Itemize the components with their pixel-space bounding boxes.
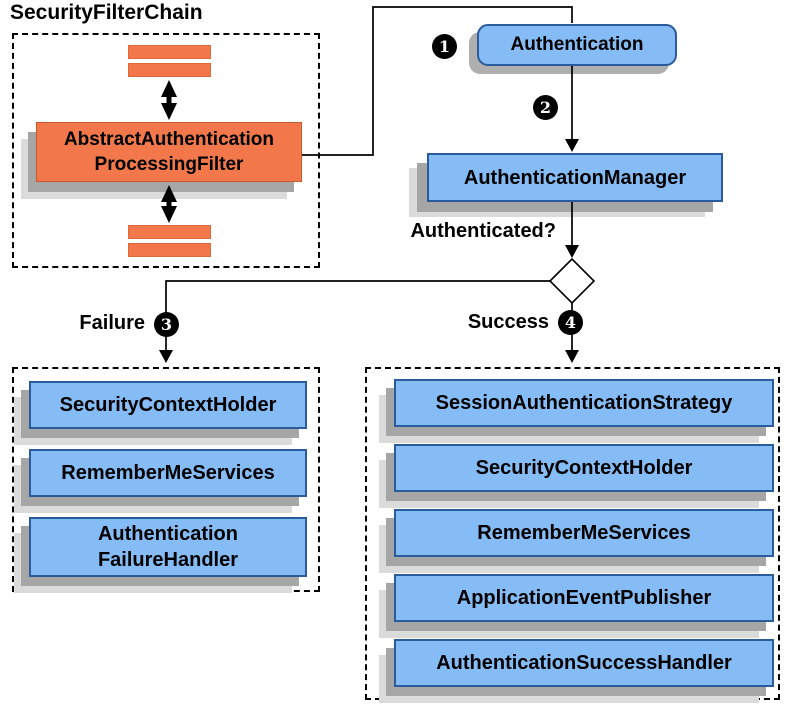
decision-diamond — [548, 257, 596, 305]
abstract-authentication-processing-filter-node: AbstractAuthentication ProcessingFilter — [36, 122, 302, 182]
security-context-holder-node: SecurityContextHolder — [29, 381, 307, 429]
step-1-badge: 1 — [432, 34, 457, 59]
page-title: SecurityFilterChain — [10, 1, 203, 24]
failure-label: Failure — [79, 312, 145, 334]
security-context-holder-success-node: SecurityContextHolder — [394, 444, 774, 492]
filter-bar — [128, 243, 211, 257]
remember-me-services-success-node: RememberMeServices — [394, 509, 774, 557]
arrow-manager-to-decision — [565, 202, 579, 258]
filter-bar — [128, 45, 211, 59]
authentication-node: Authentication — [477, 24, 677, 66]
authenticated-question-label: Authenticated? — [410, 220, 556, 242]
session-authentication-strategy-node: SessionAuthenticationStrategy — [394, 379, 774, 427]
step-4-badge: 4 — [558, 310, 583, 335]
filter-bar — [128, 63, 211, 77]
success-branch-box: SessionAuthenticationStrategy SecurityCo… — [365, 367, 780, 700]
filter-bar — [128, 225, 211, 239]
step-2-badge: 2 — [533, 95, 558, 120]
arrow-authentication-to-manager — [565, 66, 579, 152]
failure-branch-box: SecurityContextHolder RememberMeServices… — [12, 367, 320, 592]
step-3-badge: 3 — [154, 312, 179, 337]
authentication-manager-node: AuthenticationManager — [427, 153, 723, 202]
remember-me-services-node: RememberMeServices — [29, 449, 307, 497]
authentication-failure-handler-node: Authentication FailureHandler — [29, 517, 307, 577]
authentication-success-handler-node: AuthenticationSuccessHandler — [394, 639, 774, 687]
success-label: Success — [467, 311, 549, 333]
application-event-publisher-node: ApplicationEventPublisher — [394, 574, 774, 622]
